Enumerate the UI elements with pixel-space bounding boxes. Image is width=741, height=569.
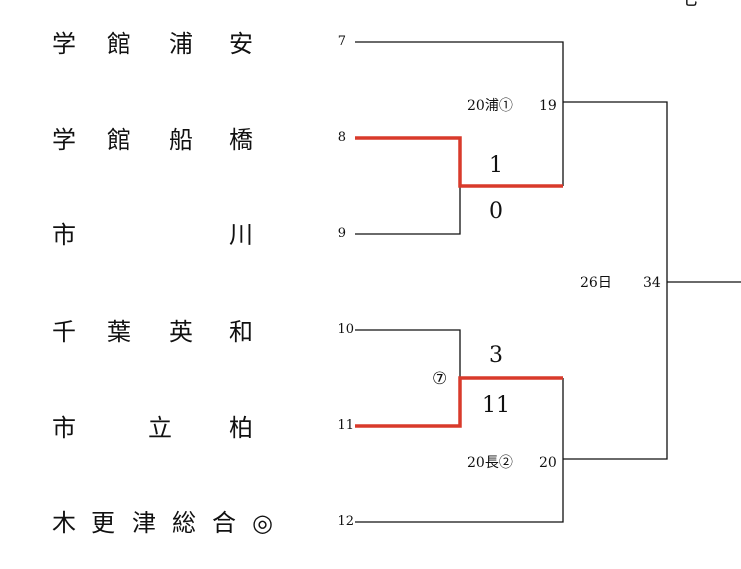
team-name-char: 船	[169, 126, 193, 154]
bracket-line	[355, 378, 564, 523]
team-name-char: 橋	[229, 126, 253, 154]
team-name-char: 総	[172, 509, 196, 537]
corner-fragment: 七	[680, 0, 698, 10]
team-name-char: 館	[107, 126, 131, 154]
bracket-line	[355, 329, 461, 378]
team-name-char: 木	[52, 509, 76, 537]
winner-path	[355, 136, 563, 188]
bracket-line	[355, 41, 564, 186]
team-name-char: 学	[52, 30, 76, 58]
team-name-char: 学	[52, 126, 76, 154]
team-name-char: 葉	[107, 318, 131, 346]
innings-mark: ⑦	[432, 369, 448, 389]
team-row: 市 立 柏	[52, 410, 322, 446]
score-top: 3	[489, 343, 503, 368]
seed-number: 7	[337, 34, 346, 49]
team-name-char: 市	[52, 221, 76, 249]
team-name-char: 柏	[229, 414, 253, 442]
final-date-label: 26日	[580, 275, 612, 291]
team-row: 千 葉 英 和	[52, 314, 322, 350]
team-row: 木 更 津 総 合 ◎	[52, 505, 322, 541]
team-name-char: ◎	[252, 509, 273, 537]
team-name-char: 立	[148, 414, 172, 442]
team-name-char: 浦	[169, 30, 193, 58]
match-date-label: 20長②	[467, 455, 513, 471]
final-match-number: 34	[643, 275, 661, 291]
team-name-char: 更	[91, 509, 115, 537]
match-date-label: 20浦①	[467, 98, 513, 114]
score-bottom: 11	[482, 393, 510, 418]
team-name-char: 館	[107, 30, 131, 58]
team-name-char: 市	[52, 414, 76, 442]
seed-number: 12	[337, 514, 354, 529]
match-number: 20	[539, 455, 557, 471]
team-row: 市 川	[52, 217, 322, 253]
team-name-char: 合	[212, 509, 236, 537]
match-number: 19	[539, 98, 557, 114]
bracket-line	[355, 186, 461, 235]
seed-number: 11	[337, 418, 354, 433]
team-row: 学 館 船 橋	[52, 122, 322, 158]
team-name-char: 津	[132, 509, 156, 537]
team-name-char: 川	[229, 221, 253, 249]
seed-number: 9	[337, 226, 346, 241]
seed-number: 8	[337, 130, 346, 145]
team-row: 学 館 浦 安	[52, 26, 322, 62]
bracket-line	[563, 101, 668, 282]
team-name-char: 英	[169, 318, 193, 346]
team-name-char: 千	[52, 318, 76, 346]
team-name-char: 和	[229, 318, 253, 346]
winner-path	[355, 376, 563, 428]
bracket-line	[563, 282, 668, 460]
score-top: 1	[489, 153, 503, 178]
score-bottom: 0	[489, 199, 503, 224]
team-name-char: 安	[229, 30, 253, 58]
seed-number: 10	[337, 322, 354, 337]
